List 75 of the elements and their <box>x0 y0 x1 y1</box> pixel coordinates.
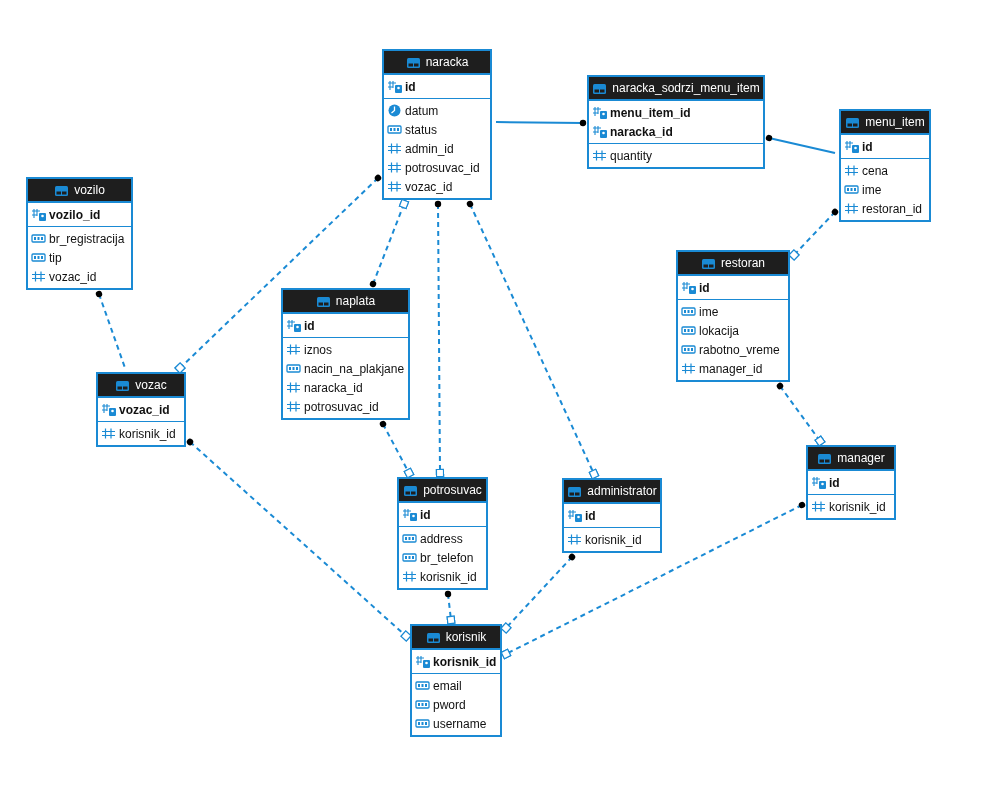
column-name: pword <box>433 697 466 712</box>
column-name: admin_id <box>405 141 454 156</box>
primary-key-column: id <box>699 280 710 295</box>
column-name: korisnik_id <box>420 569 477 584</box>
primary-key-column: naracka_id <box>610 124 673 139</box>
entity-table <box>562 478 662 553</box>
column-name: datum <box>405 103 439 118</box>
table-name: vozac <box>135 378 167 392</box>
primary-key-column: id <box>405 79 416 94</box>
column-name: status <box>405 122 437 137</box>
column-name: vozac_id <box>49 269 97 284</box>
relationship-line <box>444 590 456 625</box>
column-name: quantity <box>610 148 653 163</box>
column-name: tip <box>49 250 62 265</box>
column-name: ime <box>862 182 882 197</box>
relationship-line <box>434 200 445 478</box>
table-name: naracka_sodrzi_menu_item <box>612 81 760 95</box>
column-name: potrosuvac_id <box>304 399 379 414</box>
table-name: naracka <box>425 55 469 69</box>
column-name: iznos <box>304 342 332 357</box>
relationship-line <box>466 200 600 480</box>
primary-key-column: id <box>829 475 840 490</box>
entity-table <box>26 177 133 290</box>
entity-table <box>397 477 488 590</box>
relationship-line <box>174 174 382 374</box>
entity-table <box>676 250 790 382</box>
primary-key-column: vozilo_id <box>49 207 101 222</box>
column-name: rabotno_vreme <box>699 342 780 357</box>
entity-table <box>806 445 896 520</box>
column-name: restoran_id <box>862 201 923 216</box>
column-name: korisnik_id <box>829 499 886 514</box>
table-name: manager <box>837 451 885 465</box>
primary-key-column: vozac_id <box>119 402 170 417</box>
column-name: br_registracija <box>49 231 125 246</box>
table-name: naplata <box>335 294 376 308</box>
primary-key-column: id <box>862 139 873 154</box>
column-name: korisnik_id <box>585 532 642 547</box>
column-name: potrosuvac_id <box>405 160 480 175</box>
relationship-line <box>95 290 126 369</box>
column-name: lokacija <box>699 323 740 338</box>
entity-table <box>839 109 931 222</box>
column-name: username <box>433 716 487 731</box>
table-name: menu_item <box>865 115 925 129</box>
primary-key-column: id <box>304 318 315 333</box>
entity-table <box>96 372 186 447</box>
relationship-line <box>765 134 836 154</box>
primary-key-column: menu_item_id <box>610 105 691 120</box>
primary-key-column: id <box>585 508 596 523</box>
relationship-line <box>776 382 826 447</box>
relationship-line <box>379 420 415 479</box>
column-name: manager_id <box>699 361 763 376</box>
column-name: korisnik_id <box>119 426 176 441</box>
column-name: vozac_id <box>405 179 453 194</box>
column-name: nacin_na_plakjane <box>304 361 405 376</box>
column-name: email <box>433 678 462 693</box>
column-name: ime <box>699 304 719 319</box>
column-name: cena <box>862 163 889 178</box>
table-name: administrator <box>587 484 657 498</box>
entity-table <box>587 75 765 169</box>
entity-table <box>281 288 410 420</box>
relationship-line <box>369 198 410 288</box>
table-name: vozilo <box>74 183 105 197</box>
table-name: restoran <box>721 256 765 270</box>
primary-key-column: id <box>420 507 431 522</box>
column-name: naracka_id <box>304 380 363 395</box>
table-name: potrosuvac <box>423 483 482 497</box>
table-name: korisnik <box>445 630 487 644</box>
entity-table <box>410 624 502 737</box>
column-name: address <box>420 531 463 546</box>
relationship-line <box>500 553 576 634</box>
relationship-line <box>495 119 587 127</box>
entity-table <box>382 49 492 200</box>
primary-key-column: korisnik_id <box>433 654 497 669</box>
column-name: br_telefon <box>420 550 474 565</box>
relationship-line <box>186 438 412 642</box>
